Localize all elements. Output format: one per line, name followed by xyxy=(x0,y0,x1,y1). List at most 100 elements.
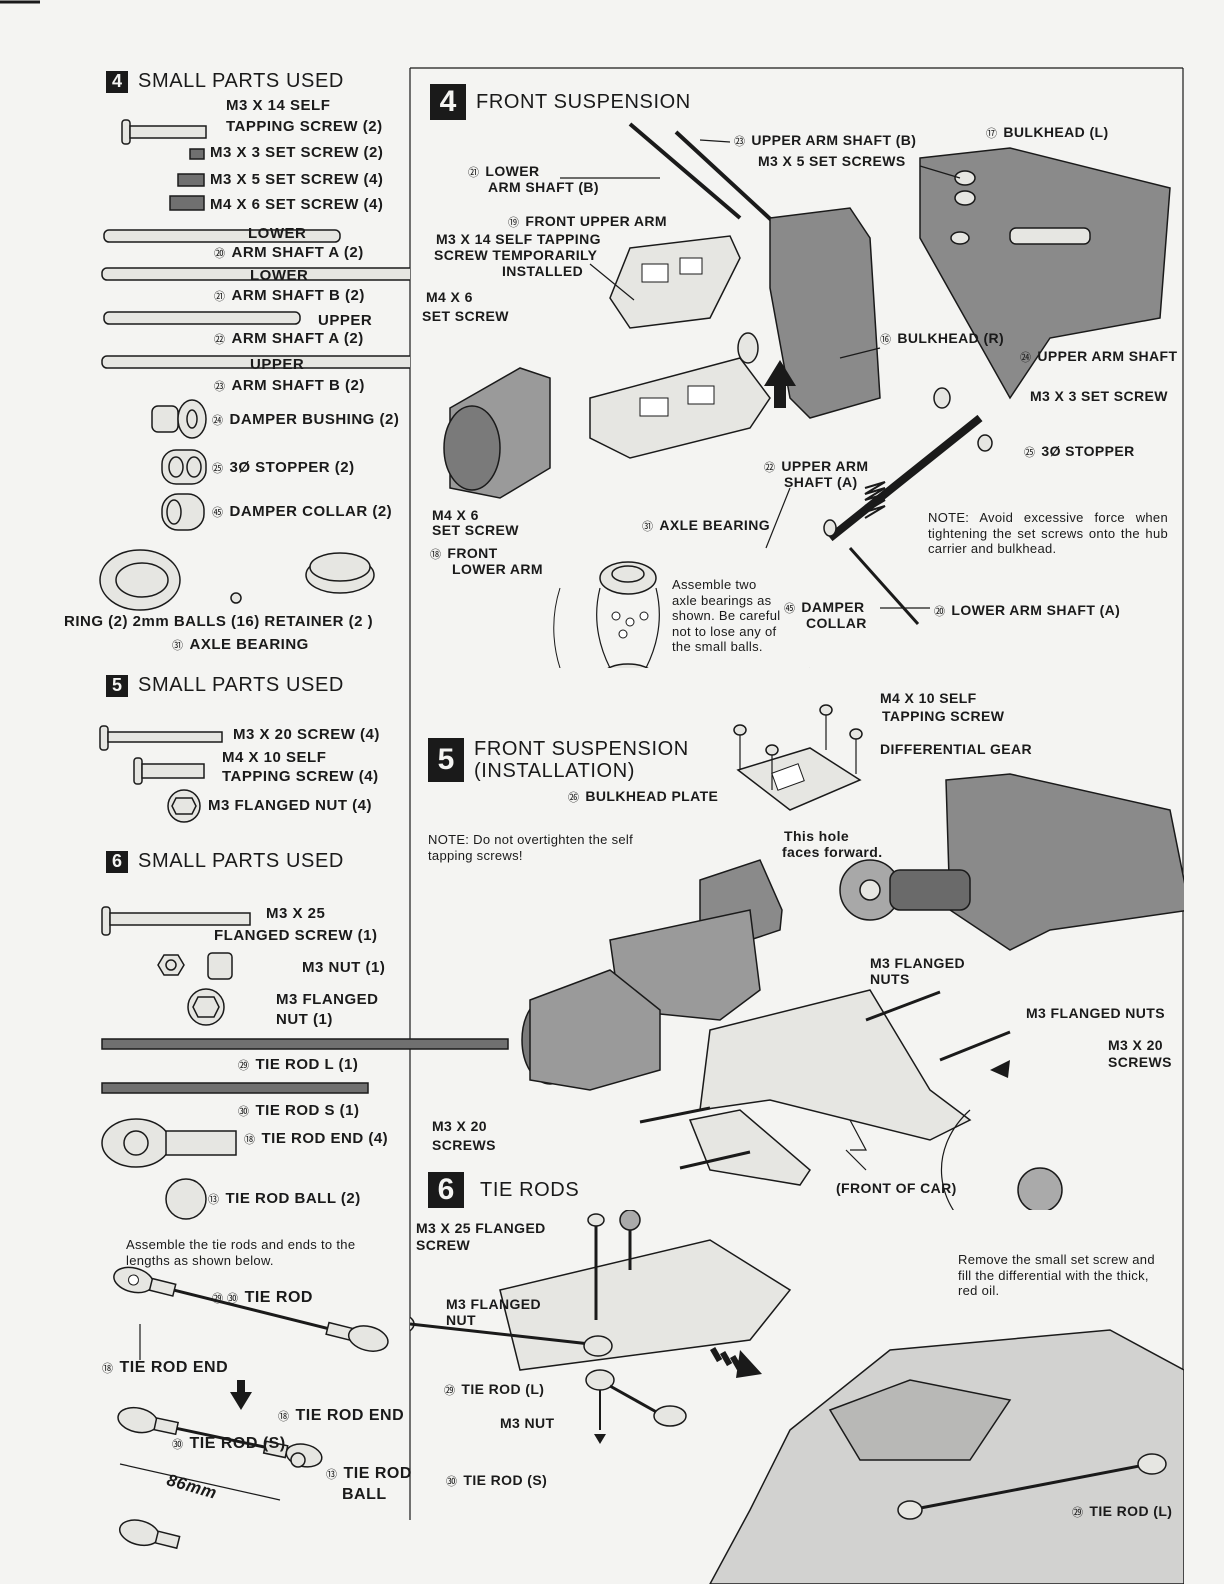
m3x25-flanged-callout-2: SCREW xyxy=(416,1237,471,1253)
m3x14-temp-callout-3: INSTALLED xyxy=(502,263,584,279)
m4x6-set-screw-callout-2: SET SCREW xyxy=(422,308,509,324)
heading-text: FRONT SUSPENSION (INSTALLATION) xyxy=(474,738,689,782)
bearing-parts-label: RING (2) 2mm BALLS (16) RETAINER (2 ) xyxy=(64,613,374,630)
axle-bearing-note: Assemble two axle bearings as shown. Be … xyxy=(672,577,781,655)
m3-flanged-nuts-callout-2: NUTS xyxy=(870,971,910,987)
m4x10-label-2: TAPPING SCREW (4) xyxy=(222,768,379,785)
m4x6-set-screw-callout-1: M4 X 6 xyxy=(426,289,473,305)
m3-flanged-label-1: M3 FLANGED xyxy=(276,991,379,1008)
upper-shaft-b-label-1: UPPER xyxy=(250,356,305,373)
hole-callout-2: faces forward. xyxy=(782,844,883,860)
step-number-box: 5 xyxy=(428,738,464,782)
installation-heading: 5 FRONT SUSPENSION (INSTALLATION) xyxy=(428,738,689,782)
installation-note: NOTE: Do not overtighten the self tappin… xyxy=(428,832,633,863)
m3-flanged-nut-callout-1: M3 FLANGED xyxy=(446,1296,541,1312)
m3x25-label-1: M3 X 25 xyxy=(266,905,326,922)
m3-flanged-label-2: NUT (1) xyxy=(276,1011,333,1028)
m3-flanged-nut-callout-2: NUT xyxy=(446,1312,476,1328)
m3x14-label-2: TAPPING SCREW (2) xyxy=(226,118,383,135)
step-number-box: 6 xyxy=(428,1172,464,1208)
upper-shaft-a-label-1: UPPER xyxy=(318,312,373,329)
front-suspension-heading: 4 FRONT SUSPENSION xyxy=(430,84,691,120)
m3x20-right-callout-2: SCREWS xyxy=(1108,1054,1172,1070)
diff-oil-note: Remove the small set screw and fill the … xyxy=(958,1252,1155,1299)
m3x14-temp-callout-2: SCREW TEMPORARILY xyxy=(434,247,598,263)
tie-rods-heading: 6 TIE RODS xyxy=(428,1172,579,1208)
tie-rod-ball-assembly-label-2: BALL xyxy=(342,1486,387,1503)
m3x3-label: M3 X 3 SET SCREW (2) xyxy=(210,144,384,161)
lower-arm-shaft-b-callout-2: ARM SHAFT (B) xyxy=(488,179,599,195)
m4x6-set-screw-b-callout-2: SET SCREW xyxy=(432,522,519,538)
step-number-box: 4 xyxy=(106,70,128,93)
m3x25-flanged-callout-1: M3 X 25 FLANGED xyxy=(416,1220,546,1236)
m4x6-label: M4 X 6 SET SCREW (4) xyxy=(210,196,384,213)
m3x25-label-2: FLANGED SCREW (1) xyxy=(214,927,378,944)
m3x20-left-callout-1: M3 X 20 xyxy=(432,1118,487,1134)
step6-parts-drawings xyxy=(101,906,509,1220)
m4x10-callout-2: TAPPING SCREW xyxy=(882,708,1005,724)
step6-parts-heading: 6 SMALL PARTS USED xyxy=(106,850,344,873)
hole-callout-1: This hole xyxy=(784,828,850,844)
heading-text: TIE RODS xyxy=(480,1179,580,1201)
installation-drawing xyxy=(521,704,1184,1210)
front-suspension-drawing xyxy=(443,122,1171,668)
step-number-box: 4 xyxy=(430,84,466,120)
m3x20-left-callout-2: SCREWS xyxy=(432,1137,496,1153)
heading-text: FRONT SUSPENSION xyxy=(476,91,691,113)
step5-parts-heading: 5 SMALL PARTS USED xyxy=(106,674,344,697)
assemble-note: Assemble the tie rods and ends to the le… xyxy=(126,1237,356,1268)
step-number-box: 6 xyxy=(106,850,128,873)
m3x3-set-screw-callout: M3 X 3 SET SCREW xyxy=(1030,388,1168,404)
m4x10-label-1: M4 X 10 SELF xyxy=(222,749,327,766)
m3-flanged-nut-label: M3 FLANGED NUT (4) xyxy=(208,797,372,814)
heading-text: SMALL PARTS USED xyxy=(138,70,344,92)
m3x20-right-callout-1: M3 X 20 xyxy=(1108,1037,1163,1053)
damper-collar-callout-2: COLLAR xyxy=(806,615,867,631)
m3x14-label-1: M3 X 14 SELF xyxy=(226,97,331,114)
tie-rod-assembly-drawing xyxy=(113,1266,389,1550)
m3x5-label: M3 X 5 SET SCREW (4) xyxy=(210,171,384,188)
upper-arm-shaft-a-callout-2: SHAFT (A) xyxy=(784,474,858,490)
m3x5-set-screws-callout: M3 X 5 SET SCREWS xyxy=(758,153,906,169)
step4-parts-drawings xyxy=(99,119,410,611)
m3x20-label: M3 X 20 SCREW (4) xyxy=(233,726,380,743)
m4x10-callout-1: M4 X 10 SELF xyxy=(880,690,977,706)
heading-text: SMALL PARTS USED xyxy=(138,674,344,696)
m3-nut-callout: M3 NUT xyxy=(500,1415,555,1431)
heading-text: SMALL PARTS USED xyxy=(138,850,344,872)
step4-parts-heading: 4 SMALL PARTS USED xyxy=(106,70,344,93)
lower-shaft-a-label-1: LOWER xyxy=(248,225,307,242)
m3x14-temp-callout-1: M3 X 14 SELF TAPPING xyxy=(436,231,601,247)
